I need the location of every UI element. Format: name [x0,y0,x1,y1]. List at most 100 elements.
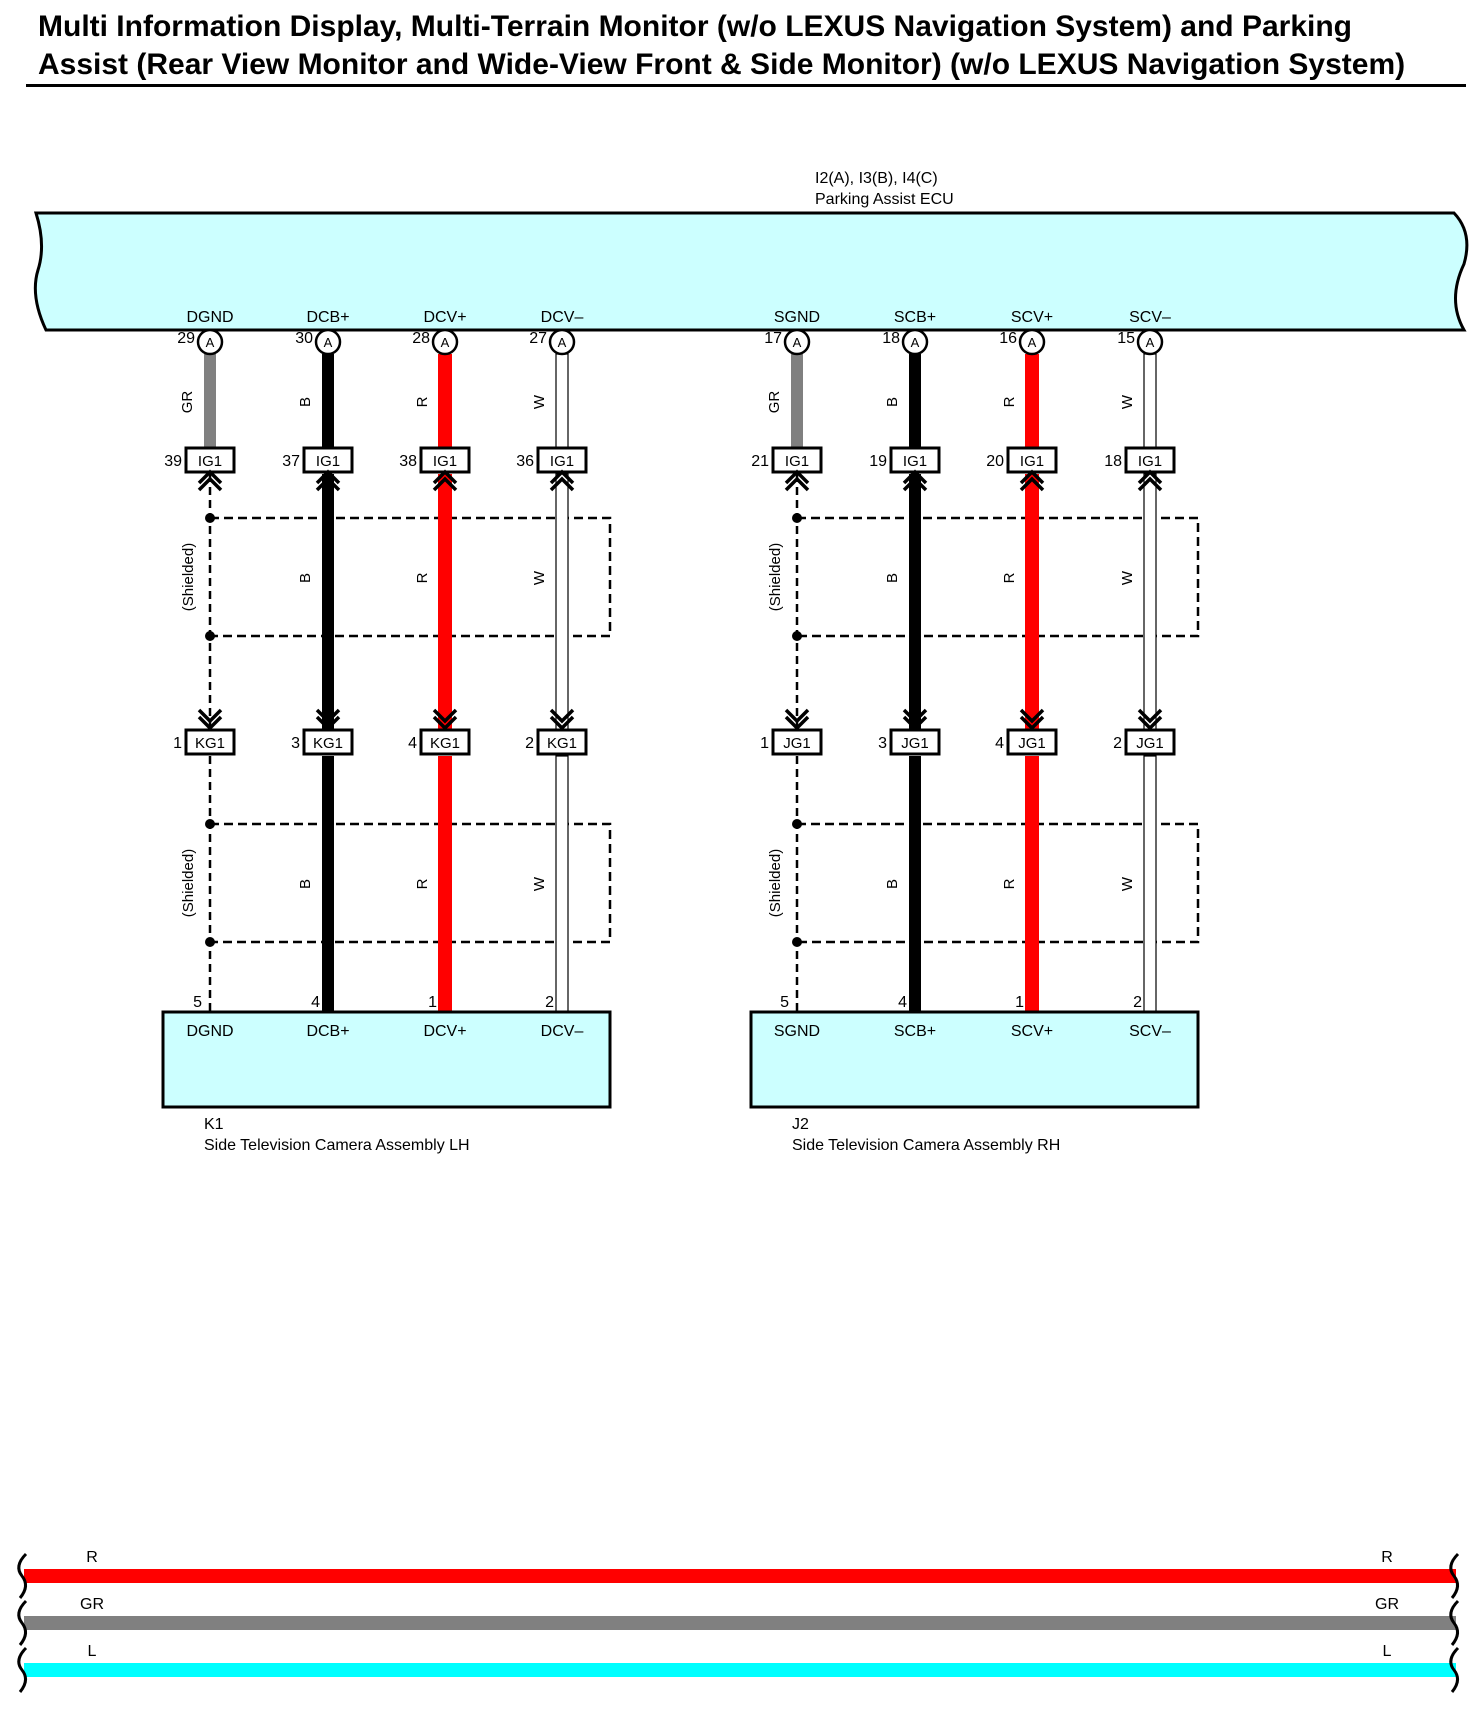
ecu-pin-signal: DCB+ [306,309,349,326]
wire-segment-bottom [1025,756,1039,1012]
ecu-pin-number: 15 [1117,330,1135,347]
inline-connector-1-code: IG1 [785,453,809,470]
inline-connector-1-pin: 21 [751,453,769,470]
ecu-pin-signal: SCB+ [894,309,936,326]
title-line-1: Multi Information Display, Multi-Terrain… [38,10,1352,43]
wire-color-label: B [297,573,314,583]
shield-box-upper [210,516,612,638]
shield-label: (Shielded) [767,543,784,611]
connector-chevron-up [432,469,458,492]
wire-segment-bottom [438,756,452,1012]
inline-connector-1 [419,446,471,474]
inline-connector-2 [302,728,354,756]
wire-color-label: W [531,570,548,585]
ecu-box [33,211,1469,332]
wire-color-label: GR [179,391,196,414]
inline-connector-1-pin: 20 [986,453,1004,470]
wire-group-lh: (Shielded)(Shielded)GRDGNDA29IG139KG115B… [161,309,612,1154]
title-line-2: Assist (Rear View Monitor and Wide-View … [38,48,1406,81]
wire-color-label: W [1119,876,1136,891]
camera-terminal-signal: DCV+ [423,1023,466,1040]
legend-break-left [17,1646,28,1693]
wire-segment-top [909,354,921,450]
inline-connector-2-code: JG1 [1018,735,1046,752]
title-underline [26,84,1466,87]
wire-color-label: B [884,573,901,583]
wire-color-label: GR [766,391,783,414]
inline-connector-2-pin: 4 [995,735,1004,752]
wire-color-label: R [414,396,431,407]
ecu-pin-number: 29 [177,330,195,347]
ecu-pin-signal: SCV– [1129,309,1171,326]
inline-connector-1-pin: 38 [399,453,417,470]
wire-segment-top [204,354,216,450]
inline-connector-1-code: IG1 [198,453,222,470]
inline-connector-2-code: JG1 [1136,735,1164,752]
legend-label-left: GR [80,1596,104,1613]
camera-pin-number: 1 [428,994,437,1011]
ecu-connector-circle [783,328,811,356]
wire-segment-bottom [322,756,334,1012]
ecu-connector-circle [1018,328,1046,356]
legend-label-left: R [86,1549,98,1566]
inline-connector-1-code: IG1 [903,453,927,470]
connector-chevron-up [1137,469,1163,492]
legend-label-right: R [1381,1549,1393,1566]
wire-group-rh: (Shielded)(Shielded)GRSGNDA17IG121JG115B… [749,309,1200,1154]
connector-chevron-down [549,708,575,731]
diagram-title: Multi Information Display, Multi-Terrain… [38,8,1458,84]
wire-segment-top [1025,354,1039,450]
ecu-connector-letter: A [1146,335,1155,350]
ecu-name: Parking Assist ECU [815,191,954,208]
wire-groups: (Shielded)(Shielded)GRDGNDA29IG139KG115B… [161,309,1200,1154]
wire-color-label: R [414,572,431,583]
connector-chevron-up [549,469,575,492]
ecu-connector-circle [548,328,576,356]
connector-chevron-up [197,469,223,492]
inline-connector-2-pin: 1 [173,735,182,752]
inline-connector-1-code: IG1 [1138,453,1162,470]
camera-pin-number: 2 [1133,994,1142,1011]
legend-break-right [1449,1646,1460,1693]
inline-connector-2 [1006,728,1058,756]
inline-connector-1-code: IG1 [550,453,574,470]
connector-chevron-up [902,469,928,492]
wire-segment-bottom [909,756,921,1012]
legend-break-left [17,1552,28,1599]
legend-break-right [1449,1552,1460,1599]
connector-chevron-down [432,708,458,731]
camera-pin-number: 2 [545,994,554,1011]
connector-chevron-up [784,469,810,492]
shield-label: (Shielded) [180,543,197,611]
wire-color-label: R [1001,572,1018,583]
camera-terminal-signal: DCV– [541,1023,584,1040]
inline-connector-2-code: JG1 [783,735,811,752]
camera-pin-number: 5 [193,994,202,1011]
ecu-connector-circle [196,328,224,356]
wire-color-label: W [1119,570,1136,585]
wire-segment-bottom [555,755,569,1013]
shield-label: (Shielded) [767,849,784,917]
inline-connector-2-pin: 2 [525,735,534,752]
legend-bar [24,1663,1456,1677]
inline-connector-1-pin: 39 [164,453,182,470]
inline-connector-2 [419,728,471,756]
legend-bar [24,1569,1456,1583]
connector-chevron-down [197,708,223,731]
ecu-pin-number: 28 [412,330,430,347]
inline-connector-1-pin: 36 [516,453,534,470]
connector-chevron-down [902,708,928,731]
ecu-code: I2(A), I3(B), I4(C) [815,170,938,187]
inline-connector-1-pin: 19 [869,453,887,470]
shield-box-lower [210,822,612,944]
ecu-connector-circle [1136,328,1164,356]
connector-chevron-down [1019,708,1045,731]
inline-connector-2-pin: 2 [1113,735,1122,752]
